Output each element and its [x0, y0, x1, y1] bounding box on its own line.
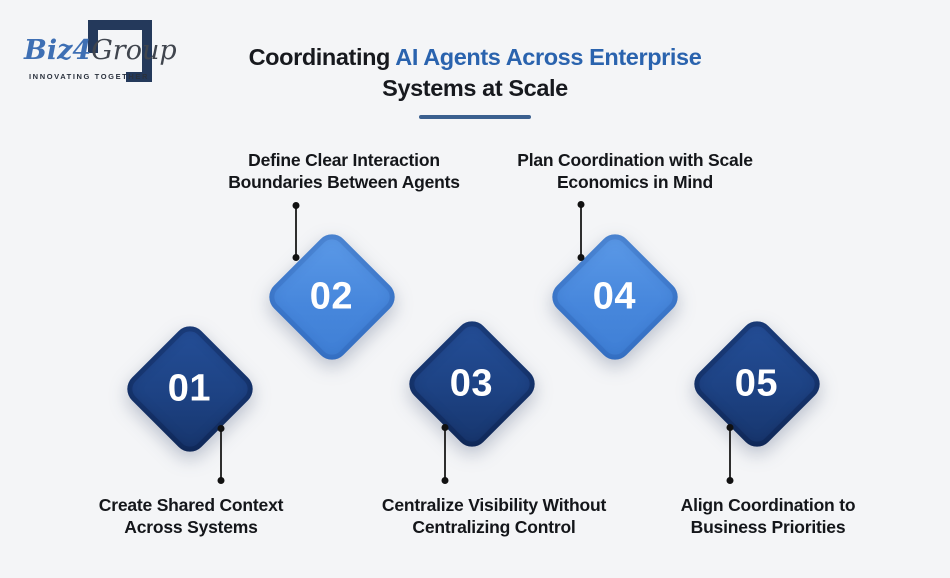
step-01-connector	[220, 428, 222, 481]
step-04-connector	[580, 204, 582, 258]
title-highlight: AI Agents Across Enterprise	[395, 44, 702, 70]
step-02-connector	[295, 205, 297, 258]
brand-name: Biz4Group	[24, 36, 177, 66]
step-01-number: 01	[168, 367, 212, 410]
step-02-diamond: 02	[262, 227, 402, 367]
step-03-number: 03	[450, 362, 494, 405]
step-04-diamond: 04	[545, 227, 685, 367]
page-title: Coordinating AI Agents Across Enterprise…	[0, 42, 950, 104]
brand-logo: Biz4Group INNOVATING TOGETHER	[0, 0, 200, 100]
step-04-number: 04	[593, 275, 637, 318]
step-05-connector	[729, 427, 731, 481]
title-prefix: Coordinating	[248, 44, 396, 70]
brand-name-four: 4	[72, 35, 92, 66]
step-01-diamond: 01	[120, 319, 260, 459]
title-underline	[419, 115, 531, 119]
step-05-diamond: 05	[687, 314, 827, 454]
step-03-label: Centralize Visibility Without Centralizi…	[381, 495, 607, 537]
step-05-number: 05	[735, 362, 779, 405]
brand-tagline: INNOVATING TOGETHER	[29, 72, 149, 81]
step-03-diamond: 03	[402, 314, 542, 454]
logo-bracket-icon	[88, 20, 152, 82]
brand-name-biz: Biz	[24, 35, 73, 66]
step-03-connector	[444, 427, 446, 481]
step-04-label: Plan Coordination with Scale Economics i…	[517, 150, 753, 192]
step-02-label: Define Clear Interaction Boundaries Betw…	[228, 150, 460, 192]
title-line2: Systems at Scale	[382, 75, 568, 101]
step-02-number: 02	[310, 275, 354, 318]
brand-name-group: Group	[91, 35, 177, 66]
step-05-label: Align Coordination to Business Prioritie…	[680, 495, 856, 537]
step-01-label: Create Shared Context Across Systems	[98, 495, 284, 537]
